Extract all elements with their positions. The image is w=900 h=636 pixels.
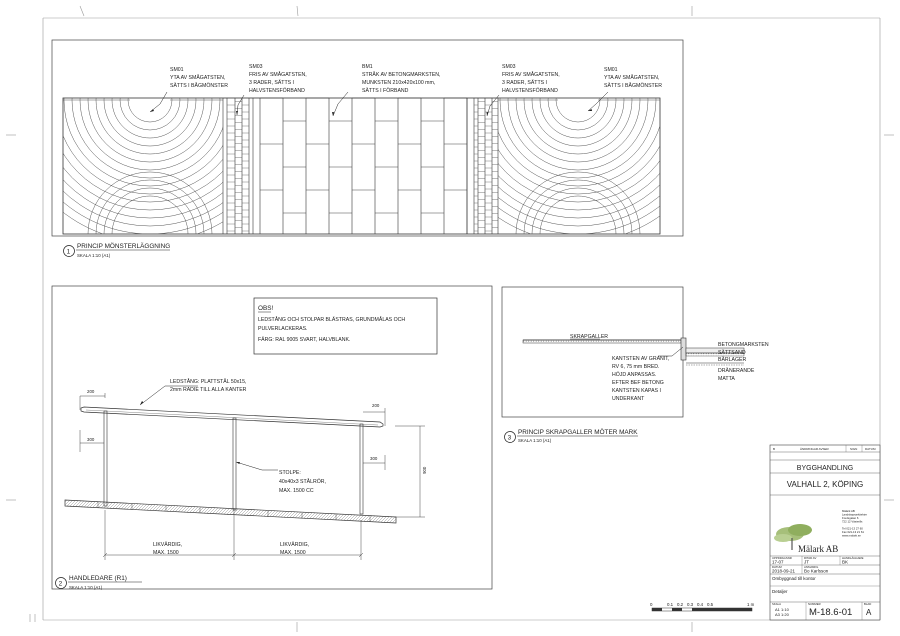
svg-text:Ombyggnad till kontor: Ombyggnad till kontor: [772, 576, 816, 581]
likvardig-left: LIKVÄRDIG, MAX. 1500: [153, 541, 184, 556]
sm01-right-label: SM01 YTA AV SMÅGATSTEN, SÄTTS I BÅGMÖNST…: [604, 67, 662, 89]
svg-text:900: 900: [422, 466, 427, 474]
detail1-leaders: [149, 91, 609, 117]
category-text: BYGGHANDLING: [797, 465, 853, 472]
svg-text:0.5: 0.5: [707, 602, 714, 607]
scale-bar: 0 0.1 0.2 0.3 0.4 0.5 1 m: [650, 602, 755, 612]
svg-text:DRÄNERANDE MATTA: DRÄNERANDE MATTA: [718, 367, 756, 382]
svg-text:BETONGMARKSTEN: BETONGMARKSTEN: [718, 342, 769, 348]
handrail-drawing: [64, 406, 397, 524]
svg-text:LEDSTÅNG OCH STOLPAR BLÄSTRAS,: LEDSTÅNG OCH STOLPAR BLÄSTRAS, GRUNDMÅLA…: [258, 316, 407, 343]
detail2-caption: 2 HANDLEDARE (R1) SKALA 1:10 (A1): [55, 575, 142, 590]
bm1-label: BM1 STRÅK AV BETONGMARKSTEN, MUNKSTEN 21…: [362, 64, 442, 94]
ledstang-label: LEDSTÅNG: PLATTSTÅL 50x15, 2mm RADIE TIL…: [170, 378, 248, 393]
svg-text:DATUM: DATUM: [865, 447, 876, 451]
svg-text:ANSVARIG: ANSVARIG: [804, 565, 818, 569]
svg-text:BK: BK: [842, 560, 848, 565]
sm01-right-fan: [498, 98, 660, 234]
svg-text:Detaljer: Detaljer: [772, 589, 788, 594]
detail2-panel: OBS! LEDSTÅNG OCH STOLPAR BLÄSTRAS, GRUN…: [51, 285, 493, 590]
company-logo-icon: [774, 524, 812, 550]
svg-text:SIGN: SIGN: [850, 447, 857, 451]
svg-text:1: 1: [67, 249, 71, 256]
svg-text:BÄRLAGER: BÄRLAGER: [718, 356, 747, 363]
svg-text:0.4: 0.4: [697, 602, 704, 607]
detail3-panel: SKRAPGALLER BETONGMARKSTEN SÄTTSAND BÄRL…: [501, 286, 769, 443]
svg-text:SKRAPGALLER: SKRAPGALLER: [570, 334, 608, 340]
revision-letter: A: [866, 608, 872, 617]
svg-text:2018-09-21: 2018-09-21: [772, 569, 796, 574]
svg-text:B: B: [773, 447, 775, 451]
stolpe-label: STOLPE: 40x40x3 STÅLRÖR, MAX. 1500 CC: [279, 470, 327, 494]
svg-text:HANDLÄGGARE: HANDLÄGGARE: [842, 556, 864, 560]
svg-text:2: 2: [59, 581, 63, 588]
svg-text:BLAD: BLAD: [864, 602, 871, 606]
svg-text:Bo Karlsson: Bo Karlsson: [804, 569, 829, 574]
sm03-left-label: SM03 FRIS AV SMÅGATSTEN, 3 RADER, SÄTTS …: [249, 64, 308, 94]
svg-text:3: 3: [508, 435, 512, 442]
svg-text:SKALA 1:10 (A1): SKALA 1:10 (A1): [77, 253, 111, 258]
detail1-caption: 1 PRINCIP MÖNSTERLÄGGNING SKALA 1:10 (A1…: [63, 242, 170, 258]
svg-text:SKALA 1:10 (A1): SKALA 1:10 (A1): [518, 438, 552, 443]
detail3-caption: 3 PRINCIP SKRAPGALLER MÖTER MARK SKALA 1…: [504, 428, 638, 443]
svg-text:17-07: 17-07: [772, 560, 784, 565]
svg-text:A3 1:20: A3 1:20: [775, 612, 790, 617]
svg-text:OBS!: OBS!: [258, 305, 273, 312]
svg-text:A1 1:10: A1 1:10: [775, 607, 790, 612]
svg-text:0.1: 0.1: [667, 602, 674, 607]
svg-text:200: 200: [372, 403, 380, 408]
kantsten-label: KANTSTEN AV GRANIT, RV 6, 75 mm BRED. HÖ…: [612, 356, 671, 402]
svg-text:0.2: 0.2: [677, 602, 684, 607]
detail1-panel: SM01 YTA AV SMÅGATSTEN, SÄTTS I BÅGMÖNST…: [51, 39, 684, 258]
svg-text:ÄNDRINGAR AVSER: ÄNDRINGAR AVSER: [800, 447, 829, 451]
svg-text:0: 0: [650, 602, 653, 607]
svg-text:200: 200: [87, 389, 95, 394]
sm03-right-label: SM03 FRIS AV SMÅGATSTEN, 3 RADER, SÄTTS …: [502, 64, 561, 94]
svg-text:JT: JT: [804, 560, 809, 565]
obs-note: OBS! LEDSTÅNG OCH STOLPAR BLÄSTRAS, GRUN…: [253, 297, 438, 355]
company-name: Mälark AB: [798, 544, 838, 554]
svg-text:0.3: 0.3: [687, 602, 694, 607]
sheet-frame: [6, 5, 894, 632]
svg-text:RITAD AV: RITAD AV: [804, 556, 816, 560]
svg-text:SKALA: SKALA: [772, 602, 781, 606]
svg-text:UPPDRAGSNR: UPPDRAGSNR: [772, 556, 792, 560]
sm01-left-label: SM01 YTA AV SMÅGATSTEN, SÄTTS I BÅGMÖNST…: [170, 67, 228, 89]
sm01-left-fan: [63, 98, 223, 234]
drawing-number: M-18.6-01: [809, 607, 852, 618]
svg-text:300: 300: [370, 456, 378, 461]
handrail-dimensions: [79, 393, 425, 560]
svg-text:SÄTTSAND: SÄTTSAND: [718, 349, 746, 356]
title-block: ÄNDRINGAR AVSER SIGN DATUM B BYGGHANDLIN…: [769, 444, 881, 621]
svg-text:DATUM: DATUM: [772, 565, 782, 569]
svg-text:1 m: 1 m: [747, 602, 755, 607]
svg-text:NUMMER: NUMMER: [808, 602, 821, 606]
svg-text:SKALA 1:10 (A1): SKALA 1:10 (A1): [69, 585, 103, 590]
company-address: Mälark AB Landskapsarkitekter Fredsgatan…: [842, 509, 868, 538]
svg-text:PRINCIP MÖNSTERLÄGGNING: PRINCIP MÖNSTERLÄGGNING: [77, 242, 170, 250]
svg-text:300: 300: [87, 437, 95, 442]
project-text: VALHALL 2, KÖPING: [787, 480, 863, 489]
likvardig-right: LIKVÄRDIG, MAX. 1500: [280, 541, 311, 556]
svg-text:HANDLEDARE (R1): HANDLEDARE (R1): [69, 575, 127, 582]
svg-text:PRINCIP SKRAPGALLER MÖTER MARK: PRINCIP SKRAPGALLER MÖTER MARK: [518, 428, 638, 436]
